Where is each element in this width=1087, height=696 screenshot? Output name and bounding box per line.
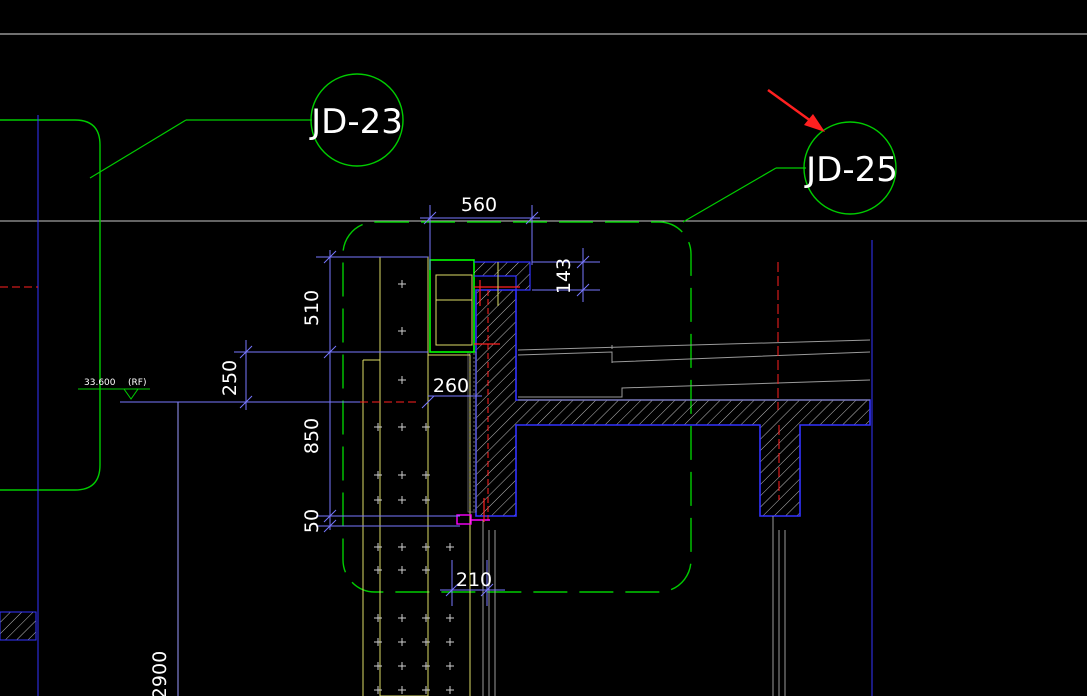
dimension-2900: 2900 xyxy=(149,651,171,696)
level-elevation: 33.600 xyxy=(84,378,116,388)
level-name: (RF) xyxy=(128,378,146,388)
level-marker: 33.600 (RF) xyxy=(78,378,360,403)
callout-jd-25[interactable]: JD-25 xyxy=(682,121,898,223)
wall-column xyxy=(362,256,471,696)
level-triangle-icon xyxy=(123,388,139,400)
dimension-label: 560 xyxy=(461,194,497,216)
callout-circle xyxy=(803,121,897,215)
dimension-chain-left: 510 850 50 xyxy=(301,250,460,533)
dimension-label: 2900 xyxy=(149,651,171,696)
left-detail-boundary xyxy=(0,115,101,696)
frame-lines xyxy=(0,33,1087,222)
dimension-210: 210 xyxy=(440,560,505,606)
insulation-markers xyxy=(374,280,454,694)
dimension-label: 210 xyxy=(456,569,492,591)
dimension-label: 260 xyxy=(433,375,469,397)
red-pointer-arrow-icon xyxy=(767,88,825,132)
callout-label-jd-25: JD-25 xyxy=(804,150,898,190)
dimension-label: 850 xyxy=(301,418,323,454)
dimension-560: 560 xyxy=(420,194,540,270)
dimension-label: 250 xyxy=(219,360,241,396)
dimension-label: 510 xyxy=(301,290,323,326)
reference-lines xyxy=(177,240,873,696)
dimension-250: 250 xyxy=(219,340,330,410)
roof-layers xyxy=(517,339,871,401)
curtain-wall-bracket xyxy=(429,259,531,525)
window-mullion xyxy=(482,516,786,696)
callout-circle xyxy=(310,73,404,167)
dimension-260: 260 xyxy=(421,375,482,409)
parapet-concrete xyxy=(467,289,871,520)
dimension-label: 143 xyxy=(553,258,575,294)
dimension-143: 143 xyxy=(532,248,600,302)
callout-jd-23[interactable]: JD-23 xyxy=(89,73,404,179)
dimension-label: 50 xyxy=(301,509,323,533)
callout-label-jd-23: JD-23 xyxy=(309,102,403,142)
